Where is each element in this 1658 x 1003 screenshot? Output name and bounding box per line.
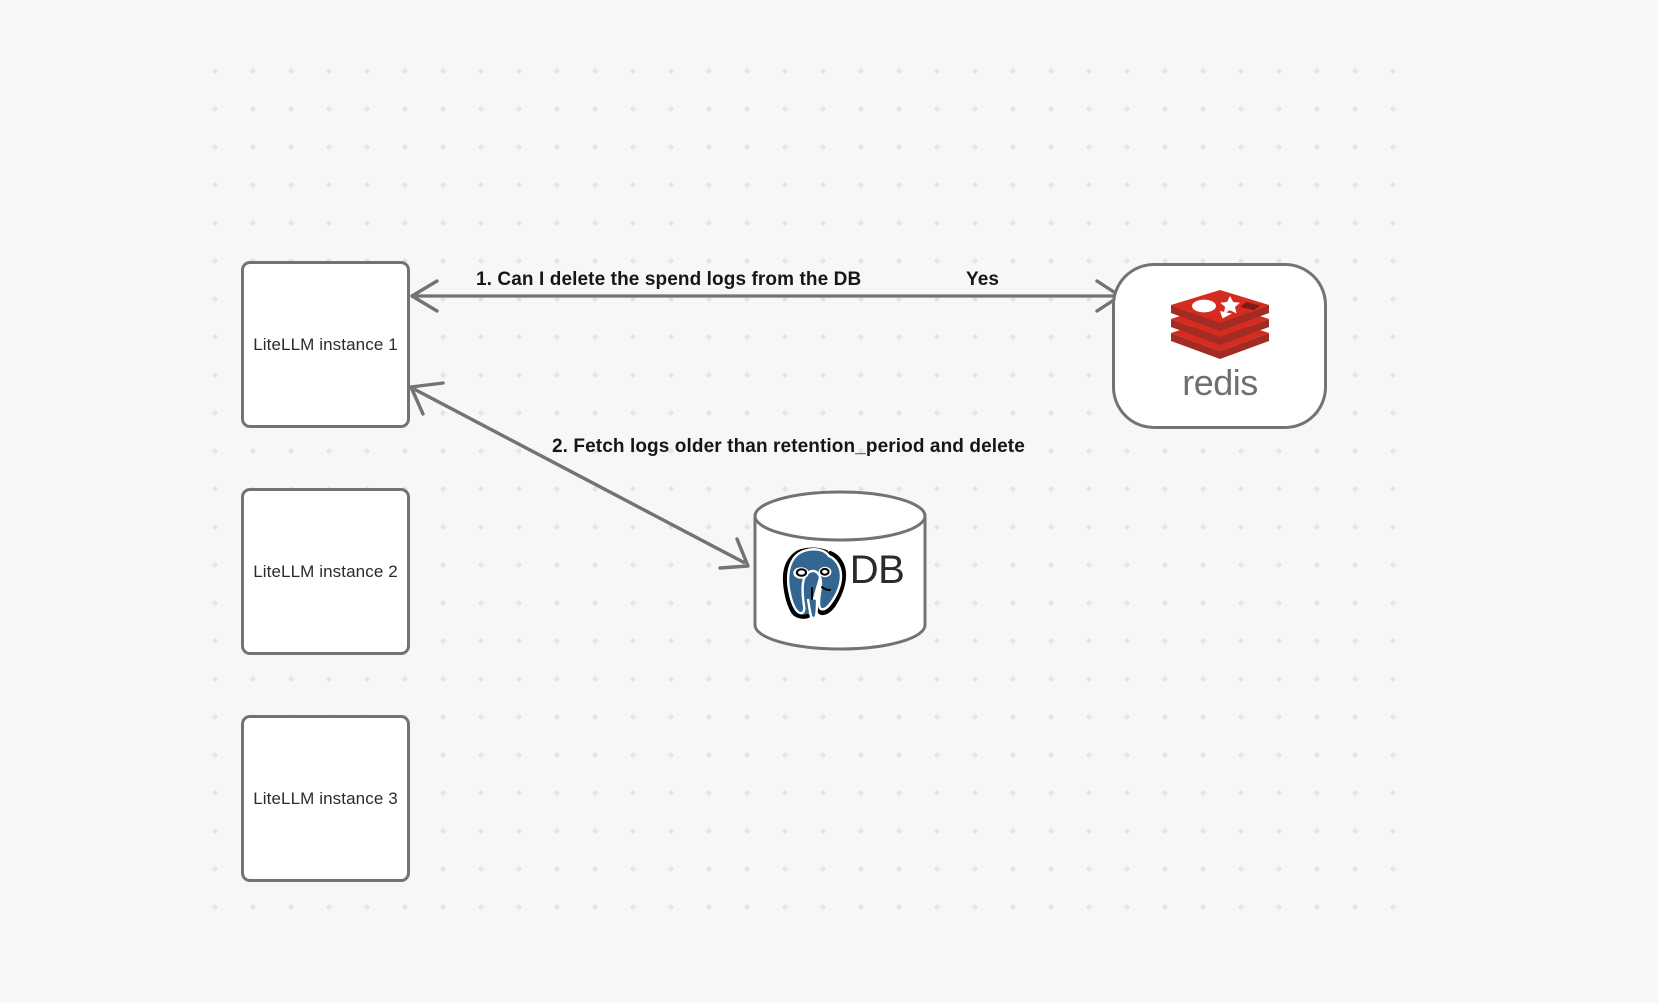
node-label: LiteLLM instance 3 <box>253 788 398 808</box>
node-litellm-instance-1[interactable]: LiteLLM instance 1 <box>241 261 410 428</box>
node-label: LiteLLM instance 1 <box>253 334 398 354</box>
node-redis[interactable]: redis <box>1112 263 1327 429</box>
node-db[interactable]: DB <box>752 490 928 651</box>
edge-label-1: 1. Can I delete the spend logs from the … <box>476 269 862 290</box>
redis-logo-icon <box>1170 289 1269 359</box>
db-label: DB <box>849 548 905 592</box>
postgresql-elephant-icon <box>782 547 846 619</box>
edge-litellm1-db <box>409 381 750 570</box>
redis-wordmark: redis <box>1182 364 1258 403</box>
node-label: LiteLLM instance 2 <box>253 561 398 581</box>
svg-text:redis: redis <box>1182 364 1258 403</box>
node-litellm-instance-3[interactable]: LiteLLM instance 3 <box>241 715 410 882</box>
node-litellm-instance-2[interactable]: LiteLLM instance 2 <box>241 488 410 655</box>
edge-label-1-answer: Yes <box>966 269 1000 290</box>
db-logo-row: DB <box>752 490 928 651</box>
edge-label-2: 2. Fetch logs older than retention_perio… <box>552 436 1025 457</box>
